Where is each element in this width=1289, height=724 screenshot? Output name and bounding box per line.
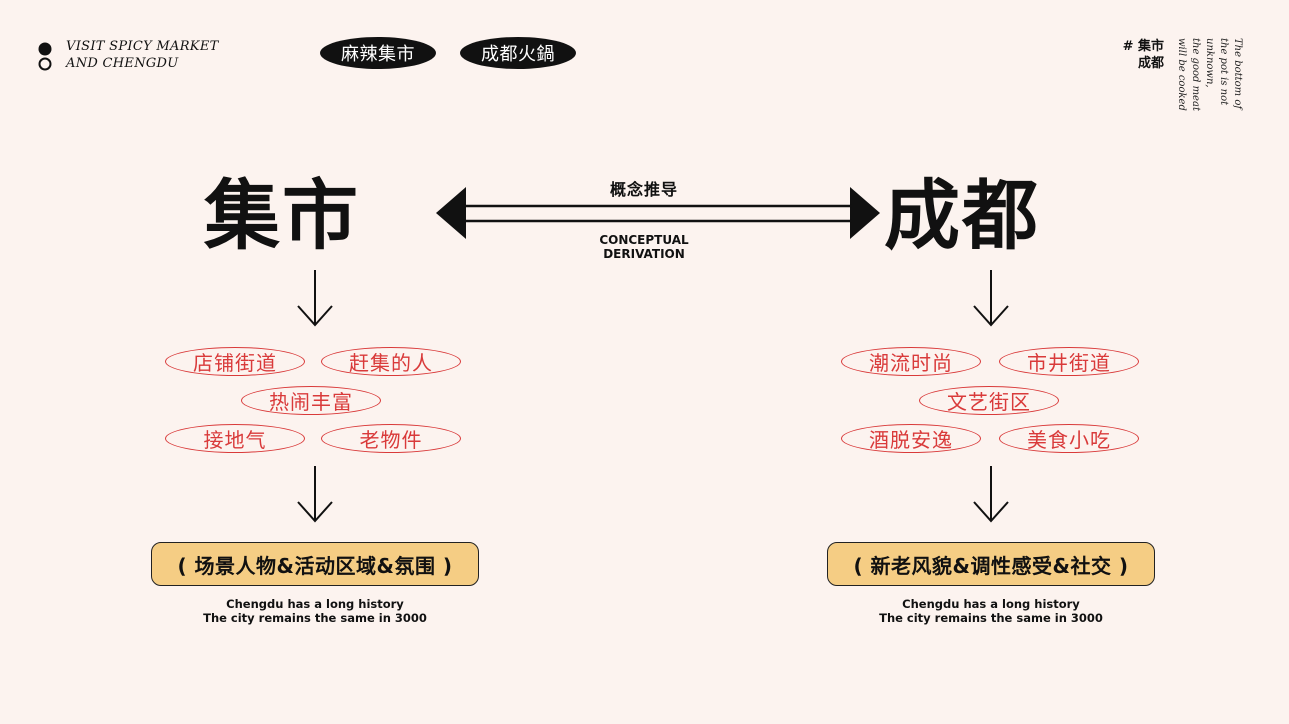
brand-line-2: AND CHENGDU: [66, 56, 179, 71]
right-title: 成都: [884, 171, 1040, 260]
right-tag: 市井街道: [999, 347, 1139, 376]
vertical-note-line-4: the good meat: [1190, 38, 1201, 111]
left-caption: Chengdu has a long history The city rema…: [151, 597, 479, 625]
double-arrow-icon: [436, 187, 880, 239]
right-tag: 美食小吃: [999, 424, 1139, 453]
vertical-note-line-3: unknown,: [1204, 38, 1215, 88]
right-tag: 潮流时尚: [841, 347, 981, 376]
center-label-en-line-2: DERIVATION: [603, 247, 685, 261]
right-result-box: ( 新老风貌&调性感受&社交 ): [827, 542, 1155, 586]
brand-name: VISIT SPICY MARKET AND CHENGDU: [66, 38, 219, 72]
right-caption-line-1: Chengdu has a long history: [902, 597, 1080, 611]
vertical-note-line-2: the pot is not: [1218, 38, 1229, 106]
left-caption-line-1: Chengdu has a long history: [226, 597, 404, 611]
right-caption-line-2: The city remains the same in 3000: [879, 611, 1103, 625]
corner-tag-line-2: 成都: [1137, 56, 1164, 71]
right-tag: 酒脱安逸: [841, 424, 981, 453]
right-caption: Chengdu has a long history The city rema…: [827, 597, 1155, 625]
center-label-zh: 概念推导: [609, 180, 678, 199]
brand-line-1: VISIT SPICY MARKET: [66, 39, 219, 54]
brand-logo-icon: [38, 42, 52, 71]
down-arrow-icon: [973, 270, 1009, 327]
left-title: 集市: [204, 171, 360, 260]
left-caption-line-2: The city remains the same in 3000: [203, 611, 427, 625]
left-result-box: ( 场景人物&活动区域&氛围 ): [151, 542, 479, 586]
left-tag: 热闹丰富: [241, 386, 381, 415]
corner-tag-line-1: # 集市: [1122, 39, 1164, 54]
down-arrow-icon: [297, 466, 333, 523]
center-label-en: CONCEPTUAL DERIVATION: [584, 233, 704, 261]
pill-spicy-market: 麻辣集市: [320, 37, 436, 69]
corner-hashtag: # 集市 成都: [1108, 38, 1164, 72]
down-arrow-icon: [297, 270, 333, 327]
down-arrow-icon: [973, 466, 1009, 523]
left-tag: 接地气: [165, 424, 305, 453]
center-label-en-line-1: CONCEPTUAL: [599, 233, 689, 247]
left-tag: 老物件: [321, 424, 461, 453]
left-tag: 店铺街道: [165, 347, 305, 376]
vertical-note-line-1: The bottom of: [1232, 38, 1243, 110]
vertical-note-line-5: will be cooked: [1176, 38, 1187, 111]
left-tag: 赶集的人: [321, 347, 461, 376]
pill-chengdu-hotpot: 成都火鍋: [460, 37, 576, 69]
right-tag: 文艺街区: [919, 386, 1059, 415]
